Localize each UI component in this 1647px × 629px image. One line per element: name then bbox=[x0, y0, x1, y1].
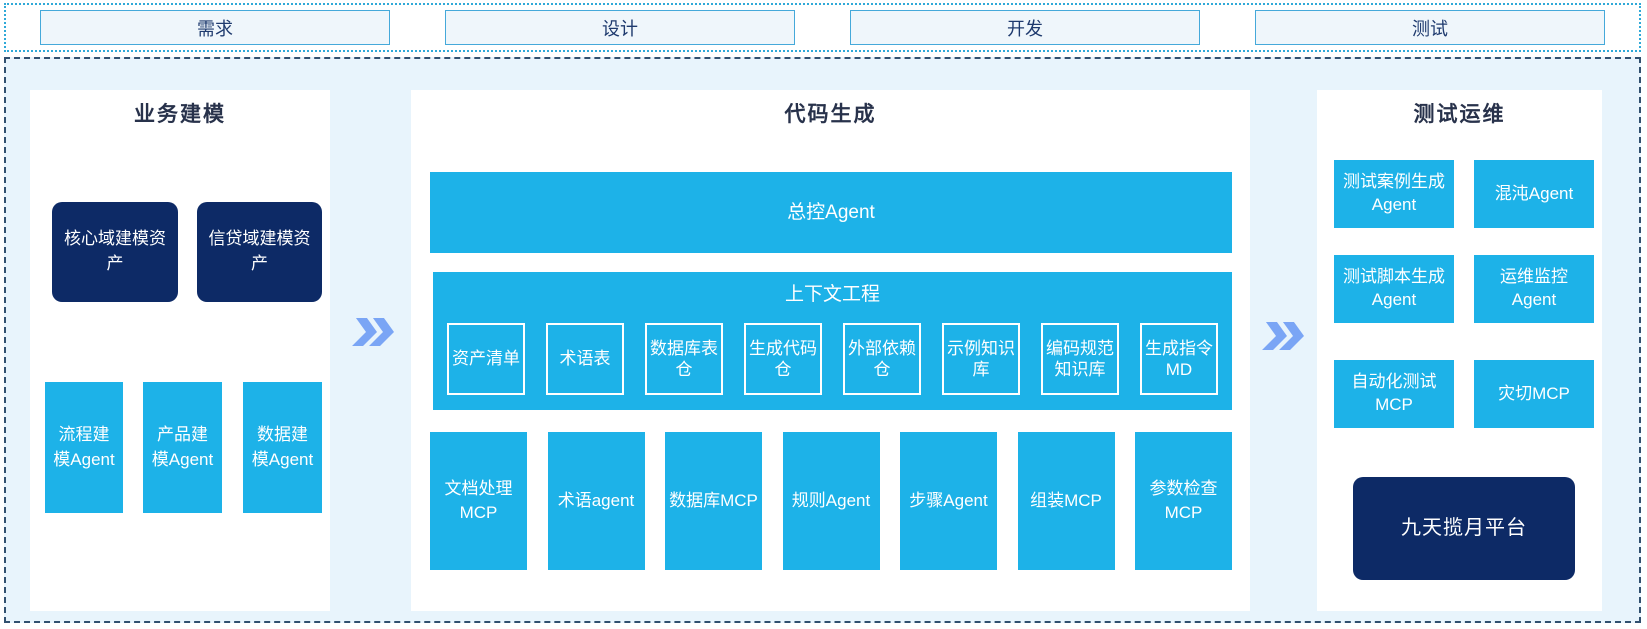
panel-test-ops: 测试运维 测试案例生成Agent 混沌Agent 测试脚本生成Agent 运维监… bbox=[1317, 90, 1602, 611]
box-disaster-switch-mcp: 灾切MCP bbox=[1474, 360, 1594, 428]
box-data-modeling-agent: 数据建模Agent bbox=[243, 382, 322, 513]
phase-box-development: 开发 bbox=[850, 10, 1200, 45]
box-credit-domain-modeling-assets: 信贷域建模资产 bbox=[197, 202, 322, 302]
box-core-domain-modeling-assets: 核心域建模资产 bbox=[52, 202, 178, 302]
box-generated-code-repo: 生成代码仓 bbox=[744, 323, 822, 395]
box-database-table-repo: 数据库表仓 bbox=[645, 323, 723, 395]
panel-code-generation: 代码生成 总控Agent 上下文工程 资产清单 术语表 数据库表仓 生成代码仓 … bbox=[411, 90, 1250, 611]
context-engineering-group: 上下文工程 资产清单 术语表 数据库表仓 生成代码仓 外部依赖仓 示例知识库 编… bbox=[433, 272, 1232, 410]
box-external-dependency-repo: 外部依赖仓 bbox=[843, 323, 921, 395]
box-document-processing-mcp: 文档处理MCP bbox=[430, 432, 527, 570]
box-chaos-agent: 混沌Agent bbox=[1474, 160, 1594, 228]
box-parameter-check-mcp: 参数检查MCP bbox=[1135, 432, 1232, 570]
double-chevron-right-icon bbox=[352, 317, 396, 347]
box-test-script-generation-agent: 测试脚本生成Agent bbox=[1334, 255, 1454, 323]
box-example-knowledge-base: 示例知识库 bbox=[942, 323, 1020, 395]
box-asset-list: 资产清单 bbox=[447, 323, 525, 395]
box-assembly-mcp: 组装MCP bbox=[1017, 432, 1115, 570]
phase-strip: 需求 设计 开发 测试 bbox=[4, 3, 1641, 52]
context-items-row: 资产清单 术语表 数据库表仓 生成代码仓 外部依赖仓 示例知识库 编码规范知识库… bbox=[447, 323, 1218, 395]
tools-row: 文档处理MCP 术语agent 数据库MCP 规则Agent 步骤Agent 组… bbox=[430, 432, 1232, 570]
box-jiutian-lanyue-platform: 九天揽月平台 bbox=[1353, 477, 1575, 580]
box-coding-standards-knowledge-base: 编码规范知识库 bbox=[1041, 323, 1119, 395]
box-product-modeling-agent: 产品建模Agent bbox=[143, 382, 222, 513]
box-automated-testing-mcp: 自动化测试MCP bbox=[1334, 360, 1454, 428]
box-process-modeling-agent: 流程建模Agent bbox=[45, 382, 123, 513]
box-generation-instruction-md: 生成指令MD bbox=[1140, 323, 1218, 395]
box-glossary: 术语表 bbox=[546, 323, 624, 395]
phase-box-testing: 测试 bbox=[1255, 10, 1605, 45]
box-steps-agent: 步骤Agent bbox=[900, 432, 997, 570]
phase-box-requirements: 需求 bbox=[40, 10, 390, 45]
panel-title-business-modeling: 业务建模 bbox=[134, 103, 226, 126]
box-master-control-agent: 总控Agent bbox=[430, 172, 1232, 253]
panel-title-code-generation: 代码生成 bbox=[784, 103, 877, 126]
panel-title-test-ops: 测试运维 bbox=[1413, 103, 1506, 126]
box-rules-agent: 规则Agent bbox=[782, 432, 880, 570]
phase-box-design: 设计 bbox=[445, 10, 795, 45]
box-database-mcp: 数据库MCP bbox=[665, 432, 762, 570]
panel-business-modeling: 业务建模 核心域建模资产 信贷域建模资产 流程建模Agent 产品建模Agent… bbox=[30, 90, 330, 611]
context-engineering-title: 上下文工程 bbox=[784, 284, 880, 305]
box-ops-monitoring-agent: 运维监控Agent bbox=[1474, 255, 1594, 323]
box-terminology-agent: 术语agent bbox=[547, 432, 645, 570]
box-test-case-generation-agent: 测试案例生成Agent bbox=[1334, 160, 1454, 228]
double-chevron-right-icon bbox=[1262, 321, 1306, 351]
